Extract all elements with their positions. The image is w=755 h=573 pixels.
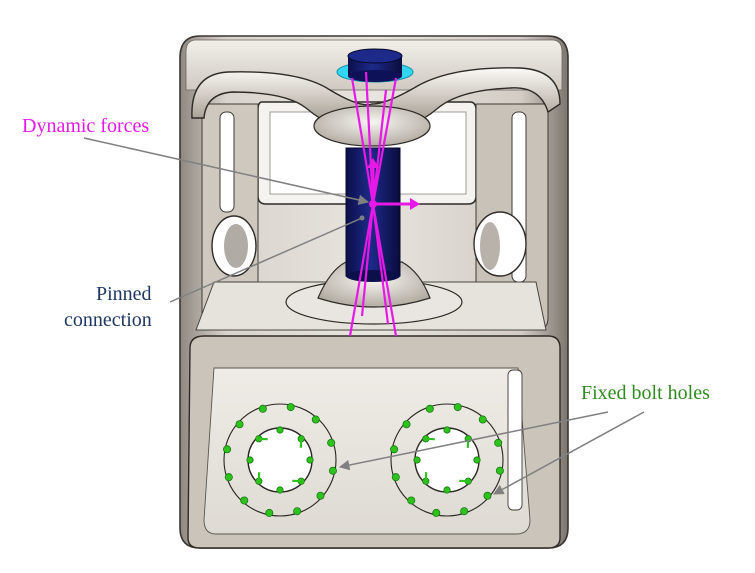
fixed-support-icon [277,427,283,433]
fixed-support-icon [392,474,399,481]
force-origin [369,200,377,208]
fixed-support-icon [287,403,294,410]
pin-cap [348,49,402,63]
fixed-support-icon [433,509,440,516]
fixed-support-icon [259,405,266,412]
fixed-support-icon [247,457,253,463]
fixed-support-icon [444,427,450,433]
fixed-support-icon [266,509,273,516]
fixed-support-icon [414,457,420,463]
fixed-support-icon [426,405,433,412]
fixed-support-icon [241,497,248,504]
fixed-support-icon [496,467,503,474]
fixed-support-icon [223,446,230,453]
fixed-support-icon [225,474,232,481]
pinned-connection-label-line1: Pinned [96,282,152,306]
pinned-connection-label-line2: connection [64,308,152,332]
fixed-support-icon [444,487,450,493]
fixed-support-icon [495,439,502,446]
fixed-support-icon [328,439,335,446]
fixed-support-icon [317,492,324,499]
dynamic-forces-label: Dynamic forces [22,114,149,138]
pin-boss-top [314,106,430,146]
fixed-support-icon [461,508,468,515]
fixed-support-icon [484,492,491,499]
fixed-support-icon [307,457,313,463]
fixed-support-icon [479,416,486,423]
fixed-support-icon [277,487,283,493]
fixed-support-icon [454,403,461,410]
fixed-support-icon [474,457,480,463]
fixed-support-icon [294,508,301,515]
fixed-support-icon [403,421,410,428]
fixed-support-icon [390,446,397,453]
fixed-support-icon [312,416,319,423]
fixed-bolt-holes-label: Fixed bolt holes [581,381,710,405]
fixed-support-icon [329,467,336,474]
fixed-support-icon [236,421,243,428]
fixed-support-icon [408,497,415,504]
